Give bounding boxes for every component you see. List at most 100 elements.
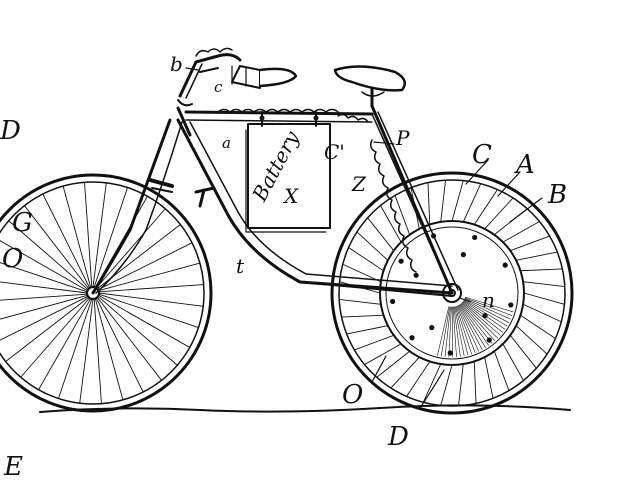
spoke (98, 293, 199, 328)
label-A: A (516, 150, 535, 180)
spoke (394, 194, 411, 236)
spoke (38, 298, 92, 391)
spoke (96, 296, 162, 381)
spoke (473, 361, 477, 404)
label-G: G (12, 208, 33, 238)
spoke (42, 193, 91, 289)
spoke (523, 292, 565, 305)
spoke (464, 299, 510, 323)
spoke (440, 179, 447, 223)
spoke (502, 343, 524, 381)
spoke (520, 268, 563, 272)
spoke (24, 205, 90, 290)
bicycle-frame (91, 104, 459, 297)
spoke (458, 305, 483, 350)
spoke (459, 304, 486, 348)
spoke (453, 306, 461, 357)
spoke (422, 363, 442, 403)
handlebar (177, 47, 298, 107)
spoke (95, 208, 166, 289)
spoke (0, 294, 88, 320)
disc-hole (460, 252, 466, 258)
spoke (62, 185, 92, 288)
ground-line (39, 404, 571, 413)
leader-lines (185, 67, 543, 409)
label-a: a (222, 134, 231, 152)
drive-chain (337, 113, 417, 273)
spoke (448, 306, 452, 358)
spoke (98, 262, 201, 292)
disc-hole (390, 298, 396, 305)
spoke (520, 314, 556, 339)
spoke (444, 306, 451, 357)
spoke (522, 303, 562, 323)
spoke (454, 306, 465, 357)
spoke (98, 284, 205, 293)
spoke (58, 298, 93, 399)
spoke (465, 296, 514, 313)
spoke (457, 305, 480, 352)
spoke (452, 306, 457, 358)
label-C-prime: C' (324, 140, 345, 164)
spoke (98, 292, 204, 307)
spoke (94, 298, 124, 401)
spoke (440, 364, 453, 406)
label-O-bottom: O (342, 380, 364, 410)
spoke (455, 306, 472, 355)
spoke (0, 281, 88, 294)
spoke (451, 306, 453, 358)
saddle (333, 65, 407, 108)
disc-hole (409, 335, 415, 341)
spoke (98, 294, 191, 348)
label-E: E (4, 452, 23, 482)
spoke (461, 303, 496, 341)
spoke (484, 197, 514, 230)
spoke (346, 325, 389, 335)
disc-hole (447, 350, 453, 356)
spoke (0, 240, 88, 292)
spoke (20, 297, 91, 378)
spoke (95, 297, 144, 393)
disc-hole (429, 324, 435, 331)
label-X: X (284, 184, 299, 208)
spoke (457, 363, 464, 407)
spoke (367, 217, 395, 252)
spoke (84, 181, 93, 288)
spoke (484, 356, 494, 399)
label-C: C (472, 140, 492, 170)
brake-lever (194, 186, 216, 208)
label-b: b (170, 52, 183, 76)
spoke (406, 361, 431, 397)
spoke (462, 183, 482, 223)
label-n: n (482, 288, 495, 312)
disc-hole (398, 258, 404, 264)
spoke (440, 306, 450, 357)
label-O-left: O (2, 244, 24, 274)
disc-hole (502, 262, 508, 268)
spoke (515, 251, 558, 261)
spoke (338, 298, 382, 305)
label-B: B (548, 180, 568, 210)
spoke (356, 231, 389, 261)
spoke (93, 298, 102, 405)
label-D-left: D (0, 116, 21, 146)
spoke (97, 242, 193, 291)
battery-box (245, 111, 331, 233)
spoke (342, 263, 382, 283)
spoke (462, 301, 501, 336)
label-c: c (214, 78, 223, 96)
spoke (0, 262, 88, 293)
spoke (460, 303, 493, 344)
spoke (0, 293, 88, 301)
spoke (390, 356, 420, 389)
label-t: t (236, 254, 245, 278)
spoke (509, 334, 537, 369)
spoke (456, 305, 476, 353)
spoke (0, 295, 89, 341)
spoke (437, 306, 450, 356)
spoke (93, 187, 128, 288)
disc-hole (413, 272, 419, 278)
spoke (455, 306, 469, 356)
spoke (364, 343, 402, 365)
spoke (376, 350, 411, 378)
